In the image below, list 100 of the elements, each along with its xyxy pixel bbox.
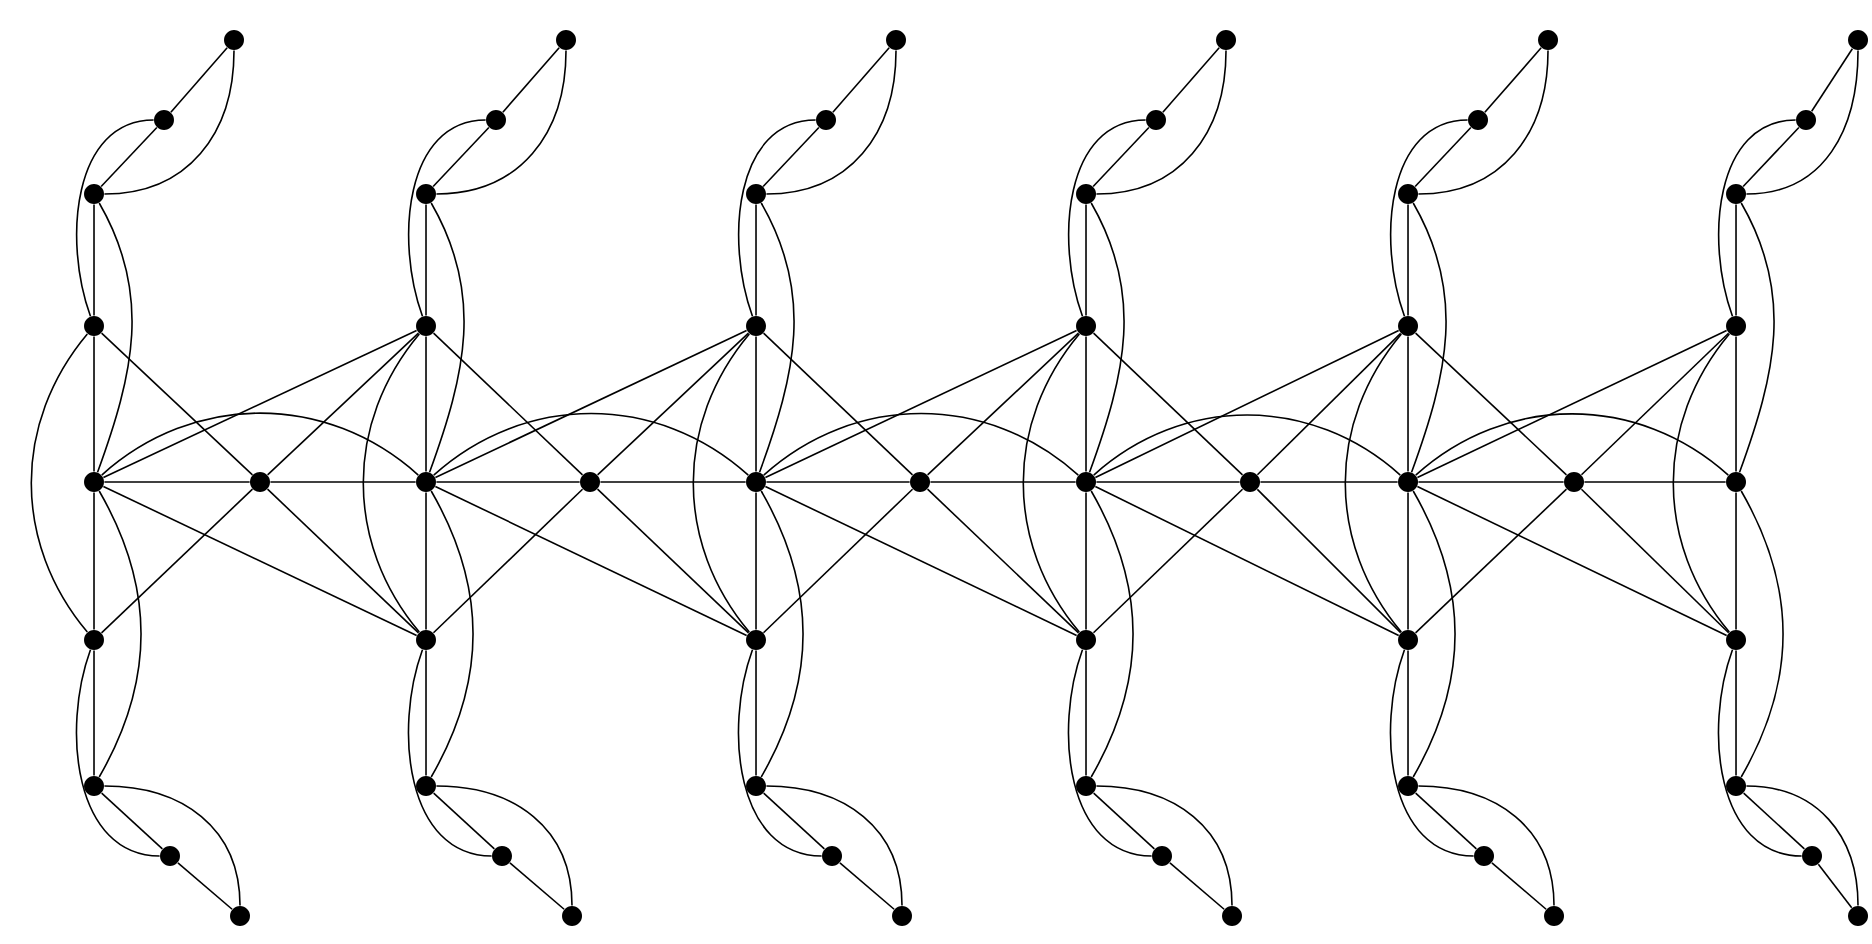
edge-line — [1484, 47, 1542, 113]
edge-line — [93, 649, 95, 777]
curved-edge — [1417, 785, 1555, 907]
vertex-dot — [910, 472, 930, 492]
edge-line — [762, 792, 826, 850]
edge-line — [1580, 332, 1730, 476]
curved-edge — [758, 202, 795, 474]
arc-edge — [1414, 413, 1730, 476]
vertex-dot — [746, 630, 766, 650]
vertex-dot — [84, 316, 104, 336]
curved-edge — [737, 649, 823, 857]
curved-edge — [75, 649, 161, 857]
curved-edge — [1090, 490, 1134, 778]
curved-edge — [737, 119, 817, 318]
vertex-dot — [1146, 110, 1166, 130]
vertex-dot — [1398, 472, 1418, 492]
vertex-dot — [1076, 472, 1096, 492]
edge-line — [1407, 491, 1409, 631]
vertex-dot — [1802, 846, 1822, 866]
curved-edge — [430, 490, 474, 778]
curved-edge — [1088, 202, 1125, 474]
vertex-dot — [1726, 630, 1746, 650]
edge-line — [1414, 792, 1478, 850]
edge-line — [1092, 488, 1244, 634]
vertex-dot — [1398, 316, 1418, 336]
edge-line — [755, 491, 757, 631]
edge-line — [765, 481, 911, 483]
edge-line — [434, 329, 748, 479]
edge-line — [1162, 47, 1220, 113]
edge-line — [432, 332, 584, 476]
curved-edge — [103, 49, 235, 195]
edge-line — [1416, 485, 1728, 637]
curved-edge — [96, 202, 133, 474]
edge-line — [1414, 332, 1568, 476]
edge-line — [1085, 203, 1087, 317]
vertex-dot — [1398, 630, 1418, 650]
edge-line — [1092, 332, 1244, 476]
edge-line — [102, 485, 418, 637]
curved-edge — [1095, 49, 1227, 195]
curved-edge — [435, 785, 573, 907]
vertex-dot — [1398, 184, 1418, 204]
edge-line — [432, 126, 490, 188]
edge-line — [93, 335, 95, 473]
vertex-dot — [416, 316, 436, 336]
edge-line — [1416, 329, 1728, 479]
vertex-dot — [1398, 776, 1418, 796]
curved-edge — [1717, 649, 1803, 857]
edge-line — [502, 47, 560, 113]
vertex-dot — [1848, 30, 1868, 50]
curved-edge — [103, 785, 241, 907]
curved-edge — [1745, 49, 1859, 195]
edge-line — [929, 481, 1077, 483]
vertex-dot — [1076, 630, 1096, 650]
edge-line — [832, 47, 890, 113]
edge-line — [1092, 792, 1156, 850]
edge-line — [1094, 485, 1400, 637]
curved-edge — [1389, 649, 1475, 857]
vertex-dot — [1240, 472, 1260, 492]
edge-line — [599, 481, 747, 483]
edge-line — [926, 332, 1080, 476]
edge-line — [1817, 863, 1853, 909]
edge-line — [93, 203, 95, 317]
vertex-dot — [1076, 316, 1096, 336]
vertex-dot — [892, 906, 912, 926]
arc-edge — [762, 412, 1080, 476]
curved-edge — [407, 649, 493, 857]
curved-edge — [1745, 785, 1859, 907]
curved-edge — [1389, 119, 1469, 318]
edge-line — [435, 481, 581, 483]
curved-edge — [1095, 785, 1233, 907]
edge-line — [764, 485, 1078, 637]
edge-line — [1417, 481, 1565, 483]
curved-edge — [1417, 49, 1549, 195]
edge-line — [432, 488, 584, 634]
vertex-dot — [416, 472, 436, 492]
edge-line — [100, 488, 254, 634]
curved-edge — [407, 119, 487, 318]
edge-line — [1580, 488, 1730, 634]
vertex-dot — [746, 316, 766, 336]
edge-line — [839, 862, 895, 911]
edge-line — [177, 862, 233, 911]
edge-line — [1407, 649, 1409, 777]
vertex-dot — [1796, 110, 1816, 130]
edge-line — [1085, 649, 1087, 777]
arc-edge — [1092, 414, 1402, 476]
curved-edge — [765, 785, 903, 907]
edge-line — [1583, 481, 1727, 483]
curved-edge — [1022, 333, 1081, 633]
vertex-dot — [746, 472, 766, 492]
vertex-dot — [84, 472, 104, 492]
edge-line — [1491, 862, 1547, 911]
vertex-dot — [1474, 846, 1494, 866]
edge-line — [1085, 335, 1087, 473]
curved-edge — [98, 490, 142, 778]
curved-edge — [75, 119, 155, 318]
edge-line — [1735, 203, 1737, 317]
edge-line — [926, 488, 1080, 634]
edge-line — [103, 481, 251, 483]
vertex-dot — [822, 846, 842, 866]
vertex-dot — [1726, 316, 1746, 336]
